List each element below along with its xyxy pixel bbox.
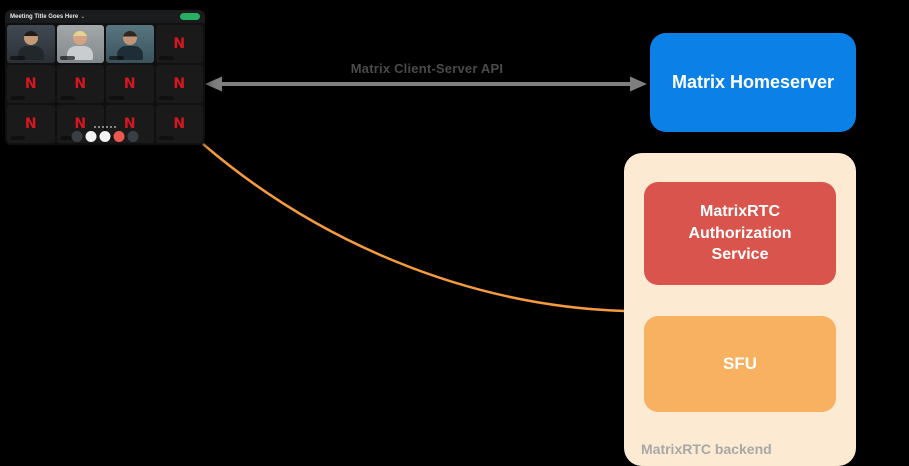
matrix-homeserver-box: Matrix Homeserver: [650, 33, 856, 132]
avatar-head: [73, 31, 88, 45]
participant-name-tag: [59, 136, 75, 140]
n-logo: N: [123, 76, 136, 92]
avatar-head: [122, 31, 137, 45]
chevron-down-icon: ⌄: [80, 13, 86, 20]
mic-button: [85, 131, 97, 142]
page-dot: [106, 126, 108, 128]
media-connection-curve: [202, 143, 626, 313]
page-dot: [110, 126, 112, 128]
page-dot: [94, 126, 96, 128]
participant-name-tag: [158, 56, 174, 60]
video-tile-logo: N: [155, 65, 203, 103]
page-dots: [5, 126, 205, 128]
sfu-box: SFU: [644, 316, 836, 412]
video-tile-logo: N: [155, 25, 203, 63]
avatar-head: [23, 31, 38, 45]
green-pill-badge: [180, 13, 200, 20]
page-dot: [114, 126, 116, 128]
backend-label: MatrixRTC backend: [641, 441, 772, 457]
api-arrow-label: Matrix Client-Server API: [350, 61, 504, 76]
meeting-title: Meeting Title Goes Here: [10, 13, 79, 20]
n-logo: N: [123, 116, 136, 132]
participant-name-tag: [158, 96, 174, 100]
page-dot: [102, 126, 104, 128]
video-tile-logo: N: [7, 65, 55, 103]
n-logo: N: [74, 116, 87, 132]
participant-name-tag: [10, 136, 25, 140]
participant-name-tag: [109, 56, 124, 60]
participant-name-tag: [59, 56, 75, 60]
auth-service-label: MatrixRTC Authorization Service: [688, 203, 792, 264]
arrowhead-left-icon: [205, 76, 222, 92]
arrowhead-right-icon: [630, 76, 647, 92]
page-dot: [98, 126, 100, 128]
video-tile-participant: [56, 25, 104, 63]
participant-name-tag: [158, 136, 174, 140]
matrixrtc-backend-container: MatrixRTC Authorization Service SFU Matr…: [624, 153, 856, 466]
video-tile-logo: N: [56, 65, 104, 103]
video-tile-logo: N: [155, 105, 203, 143]
video-tile-participant: [7, 25, 55, 63]
n-logo: N: [24, 116, 37, 132]
screenshare-button: [127, 131, 139, 142]
call-controls: [71, 131, 139, 142]
auth-service-box: MatrixRTC Authorization Service: [644, 182, 836, 285]
n-logo: N: [173, 76, 186, 92]
sfu-label: SFU: [723, 354, 757, 373]
n-logo: N: [173, 116, 186, 132]
homeserver-label: Matrix Homeserver: [671, 72, 835, 92]
participant-name-tag: [10, 56, 25, 60]
participant-name-tag: [59, 96, 75, 100]
participant-name-tag: [109, 96, 124, 100]
call-titlebar: Meeting Title Goes Here ⌄: [5, 10, 205, 23]
hangup-button: [113, 131, 125, 142]
participant-name-tag: [10, 96, 25, 100]
n-logo: N: [173, 36, 186, 52]
more-options-button: [71, 131, 83, 142]
video-tile-logo: N: [106, 65, 154, 103]
video-tile-logo: N: [7, 105, 55, 143]
n-logo: N: [24, 76, 37, 92]
camera-button: [99, 131, 111, 142]
video-tile-participant: [106, 25, 154, 63]
n-logo: N: [74, 76, 87, 92]
call-app-screenshot: Meeting Title Goes Here ⌄: [5, 10, 205, 145]
